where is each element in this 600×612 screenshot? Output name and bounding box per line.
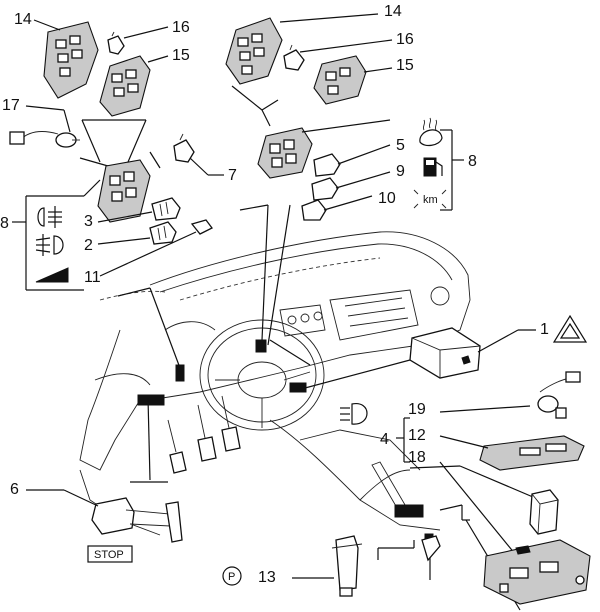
parking-switch-13	[331, 535, 363, 597]
parking-label: P	[228, 571, 235, 583]
callout-5: 5	[396, 137, 405, 154]
clip-16-right	[283, 44, 305, 71]
callout-13: 13	[258, 569, 276, 586]
trip-km-icon: km	[413, 189, 447, 209]
callout-7: 7	[228, 167, 237, 184]
callout-1: 1	[540, 321, 549, 338]
callout-2: 2	[84, 237, 93, 254]
bulb-small	[190, 219, 213, 235]
clip-16-left	[107, 31, 125, 55]
leader-lines	[117, 204, 521, 611]
ramp-indicator-icon	[35, 267, 69, 283]
callout-8-left: 8	[0, 215, 9, 232]
defrost-icon	[419, 117, 443, 147]
switch-9	[311, 177, 339, 201]
callout-4: 4	[380, 431, 389, 448]
switch-marker-left	[175, 364, 185, 382]
callout-19: 19	[408, 401, 426, 418]
button-18	[529, 489, 559, 535]
parking-p-icon: P	[222, 566, 242, 586]
interior-light-icon	[340, 403, 368, 425]
switch-pack-left	[97, 159, 151, 223]
callout-6: 6	[10, 481, 19, 498]
console-bezel	[483, 539, 591, 605]
dashboard-outline	[79, 231, 471, 536]
switch-5	[313, 153, 341, 177]
callout-10: 10	[378, 190, 396, 207]
bulb-harness-17	[9, 131, 80, 148]
stop-label-box: STOP	[87, 545, 133, 563]
cable-19	[537, 371, 581, 419]
callout-9: 9	[396, 163, 405, 180]
hazard-switch-1	[409, 327, 481, 379]
callout-14-left: 14	[14, 11, 32, 28]
switch-pack-center	[257, 127, 313, 179]
hazard-triangle-icon	[552, 314, 588, 343]
callout-16-left: 16	[172, 19, 190, 36]
switch-2	[149, 221, 177, 245]
front-fog-light-icon	[35, 234, 64, 256]
switch-bezel-14-left	[43, 21, 99, 99]
stop-label: STOP	[94, 549, 124, 561]
callout-16-right: 16	[396, 31, 414, 48]
rear-fog-light-icon	[37, 206, 62, 228]
bracket-8-left	[12, 179, 101, 291]
pedals	[167, 395, 241, 474]
switch-3	[151, 197, 181, 221]
switch-10	[301, 199, 327, 221]
callout-15-right: 15	[396, 57, 414, 74]
bracket-4	[396, 417, 410, 463]
callout-17: 17	[2, 97, 20, 114]
callout-18: 18	[408, 449, 426, 466]
switch-panel-15-left	[99, 55, 151, 117]
switch-panel-15-right	[313, 55, 367, 105]
km-label: km	[423, 194, 438, 206]
callout-11: 11	[84, 269, 101, 286]
callout-3: 3	[84, 213, 93, 230]
bracket-8-right	[440, 129, 464, 211]
callout-15-left: 15	[172, 47, 190, 64]
clip-7	[173, 133, 195, 163]
floor-clip	[421, 535, 441, 562]
switch-marker-brake	[137, 394, 165, 406]
panel-12	[479, 435, 585, 471]
switch-marker-right	[289, 382, 307, 393]
callout-14-right: 14	[384, 3, 402, 20]
switch-bezel-14-right	[225, 17, 283, 85]
fuel-pump-icon	[423, 157, 443, 177]
gear-lever	[371, 461, 424, 518]
callout-8-right: 8	[468, 153, 477, 170]
brake-switch-6	[91, 497, 183, 543]
callout-12: 12	[408, 427, 426, 444]
